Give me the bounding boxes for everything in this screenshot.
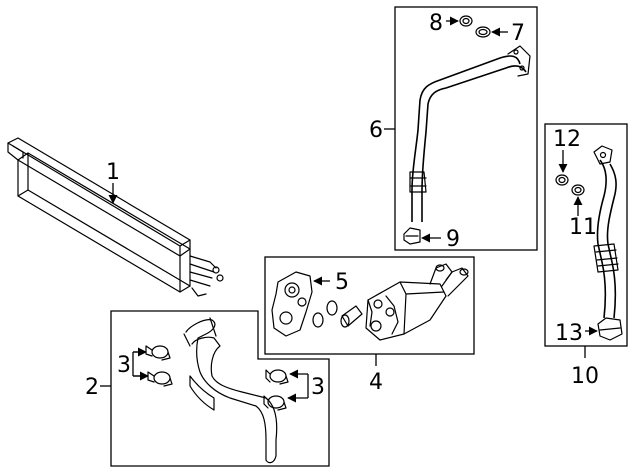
part-4-frame: [264, 256, 475, 355]
callout-7: 7: [511, 21, 525, 46]
callout-5: 5: [335, 270, 349, 295]
seal-7-part: [475, 26, 491, 38]
part-10-frame: [544, 123, 628, 347]
hose-clamp-9-part: [403, 227, 421, 245]
seal-11-part: [571, 184, 585, 196]
callout-3-left: 3: [117, 353, 131, 378]
callout-13: 13: [555, 321, 583, 346]
callout-11: 11: [569, 215, 597, 240]
oil-cooler-adapter-part: [271, 263, 469, 341]
hose-clamp-right-part: [263, 369, 289, 411]
cooler-hose-part: [183, 317, 278, 464]
hose-clamp-13-part: [597, 317, 623, 341]
callout-2: 2: [85, 375, 99, 400]
oil-cooler-part: [7, 137, 224, 297]
part-2-frame: [110, 310, 330, 467]
callout-4: 4: [369, 370, 383, 395]
callout-9: 9: [446, 227, 460, 252]
cooler-hose-right-part: [593, 145, 619, 319]
nut-12-part: [555, 174, 569, 186]
callout-12: 12: [553, 127, 581, 152]
hose-clamp-left-part: [145, 345, 173, 387]
callout-8: 8: [429, 11, 443, 36]
callout-1: 1: [106, 160, 120, 185]
callout-6: 6: [369, 118, 383, 143]
callout-3-right: 3: [311, 375, 325, 400]
cooler-pipe-upper-part: [409, 45, 531, 222]
nut-8-part: [459, 15, 473, 27]
callout-10: 10: [571, 364, 599, 389]
